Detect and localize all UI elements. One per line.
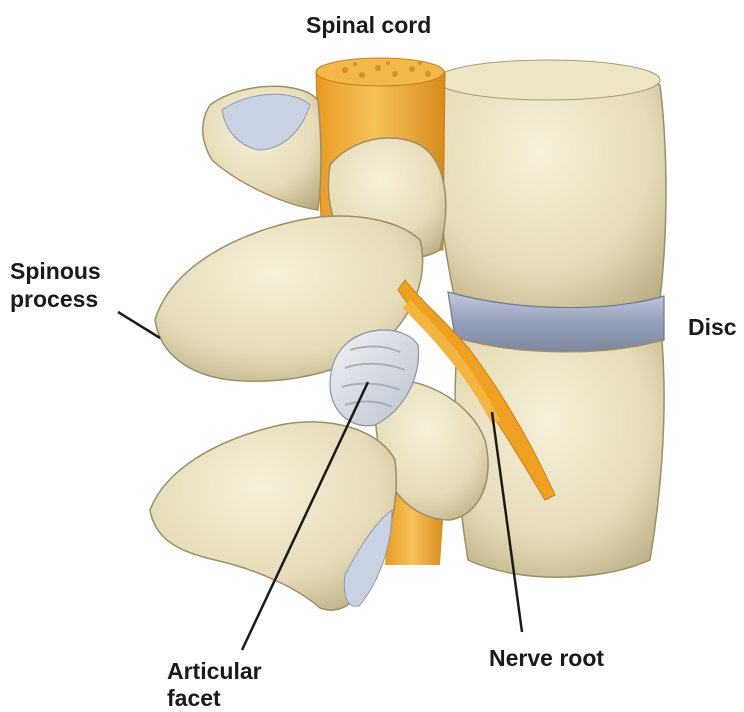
upper-body-top-surface: [436, 60, 660, 100]
upper-vertebral-body: [436, 65, 666, 314]
label-articular-facet-line2: facet: [167, 684, 221, 712]
leader-line-spinous-process: [118, 312, 160, 338]
label-spinous-process-line1: Spinous: [10, 257, 101, 285]
label-spinous-process-line2: process: [10, 285, 98, 313]
label-articular-facet-line1: Articular: [167, 657, 262, 685]
label-disc: Disc: [688, 313, 737, 341]
spinal-cord-cross-section: [316, 58, 444, 86]
label-nerve-root: Nerve root: [489, 644, 604, 672]
label-spinal-cord: Spinal cord: [306, 11, 431, 39]
